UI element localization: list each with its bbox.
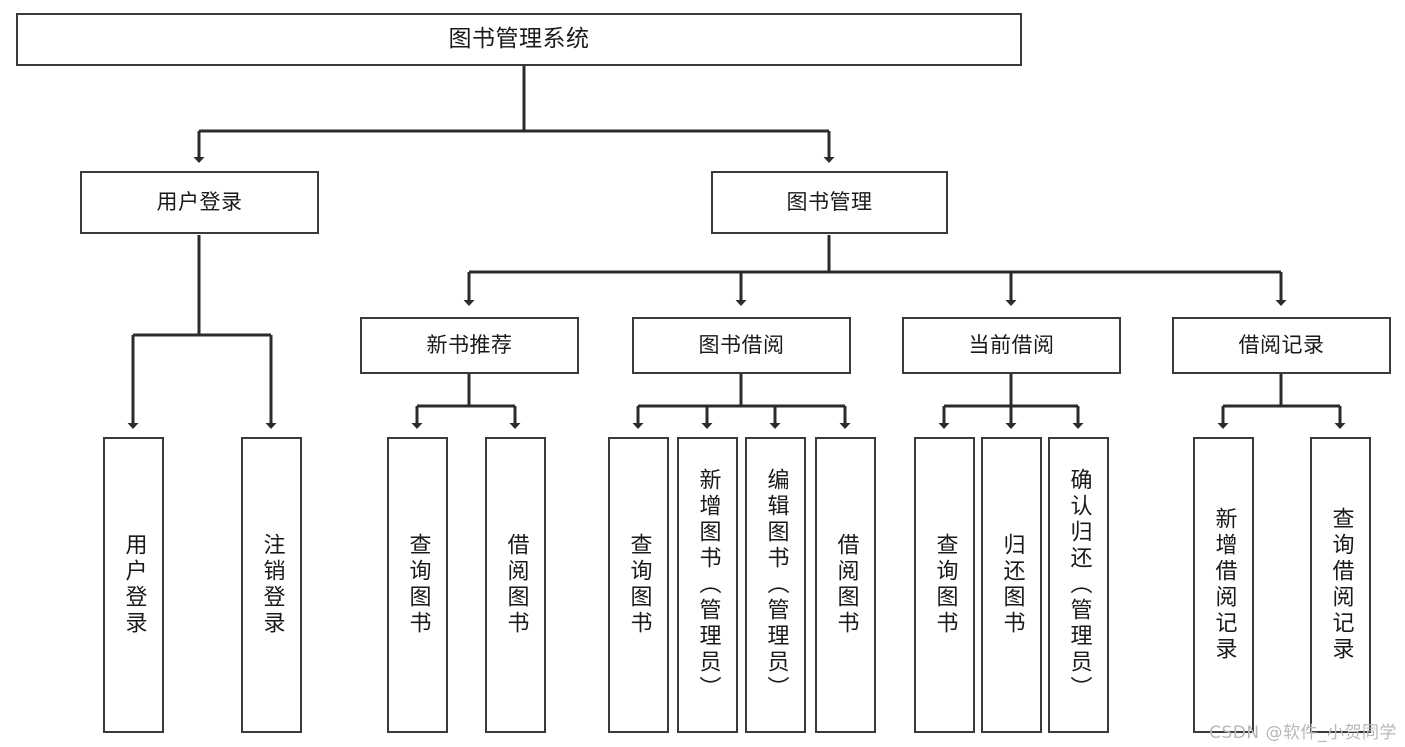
node-new-book-recommend[interactable]: 新书推荐 [360, 317, 579, 374]
node-borrow-record-label: 借阅记录 [1238, 333, 1325, 358]
node-leaf-query-book-2[interactable]: 查询图书 [608, 437, 669, 733]
node-leaf-return-book-label: 归还图书 [999, 533, 1025, 637]
node-leaf-add-book-label: 新增图书（管理员） [695, 468, 721, 702]
node-leaf-query-book-3[interactable]: 查询图书 [914, 437, 975, 733]
node-book-borrow-label: 图书借阅 [698, 333, 785, 358]
node-leaf-confirm-return-label: 确认归还（管理员） [1066, 468, 1092, 702]
node-current-borrow-label: 当前借阅 [968, 333, 1055, 358]
node-current-borrow[interactable]: 当前借阅 [902, 317, 1121, 374]
node-leaf-user-login-label: 用户登录 [121, 533, 147, 637]
node-leaf-edit-book-label: 编辑图书（管理员） [763, 468, 789, 702]
node-borrow-record[interactable]: 借阅记录 [1172, 317, 1391, 374]
node-leaf-add-book[interactable]: 新增图书（管理员） [677, 437, 738, 733]
node-leaf-add-record-label: 新增借阅记录 [1211, 507, 1237, 663]
node-book-borrow[interactable]: 图书借阅 [632, 317, 851, 374]
node-leaf-borrow-book-2[interactable]: 借阅图书 [815, 437, 876, 733]
node-book-manage-label: 图书管理 [786, 190, 873, 215]
node-leaf-borrow-book-1[interactable]: 借阅图书 [485, 437, 546, 733]
node-root-label: 图书管理系统 [448, 26, 590, 53]
node-leaf-edit-book[interactable]: 编辑图书（管理员） [745, 437, 806, 733]
node-user-login-label: 用户登录 [156, 190, 243, 215]
node-leaf-query-record[interactable]: 查询借阅记录 [1310, 437, 1371, 733]
node-leaf-add-record[interactable]: 新增借阅记录 [1193, 437, 1254, 733]
node-new-book-recommend-label: 新书推荐 [426, 333, 513, 358]
node-leaf-confirm-return[interactable]: 确认归还（管理员） [1048, 437, 1109, 733]
node-leaf-query-book-1[interactable]: 查询图书 [387, 437, 448, 733]
node-user-login[interactable]: 用户登录 [80, 171, 319, 234]
node-leaf-user-login[interactable]: 用户登录 [103, 437, 164, 733]
node-root[interactable]: 图书管理系统 [16, 13, 1022, 66]
node-leaf-logout[interactable]: 注销登录 [241, 437, 302, 733]
node-leaf-borrow-book-2-label: 借阅图书 [833, 533, 859, 637]
node-leaf-query-book-3-label: 查询图书 [932, 533, 958, 637]
node-leaf-query-record-label: 查询借阅记录 [1328, 507, 1354, 663]
node-leaf-query-book-1-label: 查询图书 [405, 533, 431, 637]
node-leaf-query-book-2-label: 查询图书 [626, 533, 652, 637]
node-leaf-logout-label: 注销登录 [259, 533, 285, 637]
node-leaf-return-book[interactable]: 归还图书 [981, 437, 1042, 733]
watermark-text: CSDN @软件_小贺同学 [1209, 723, 1397, 743]
node-book-manage[interactable]: 图书管理 [711, 171, 948, 234]
node-leaf-borrow-book-1-label: 借阅图书 [503, 533, 529, 637]
